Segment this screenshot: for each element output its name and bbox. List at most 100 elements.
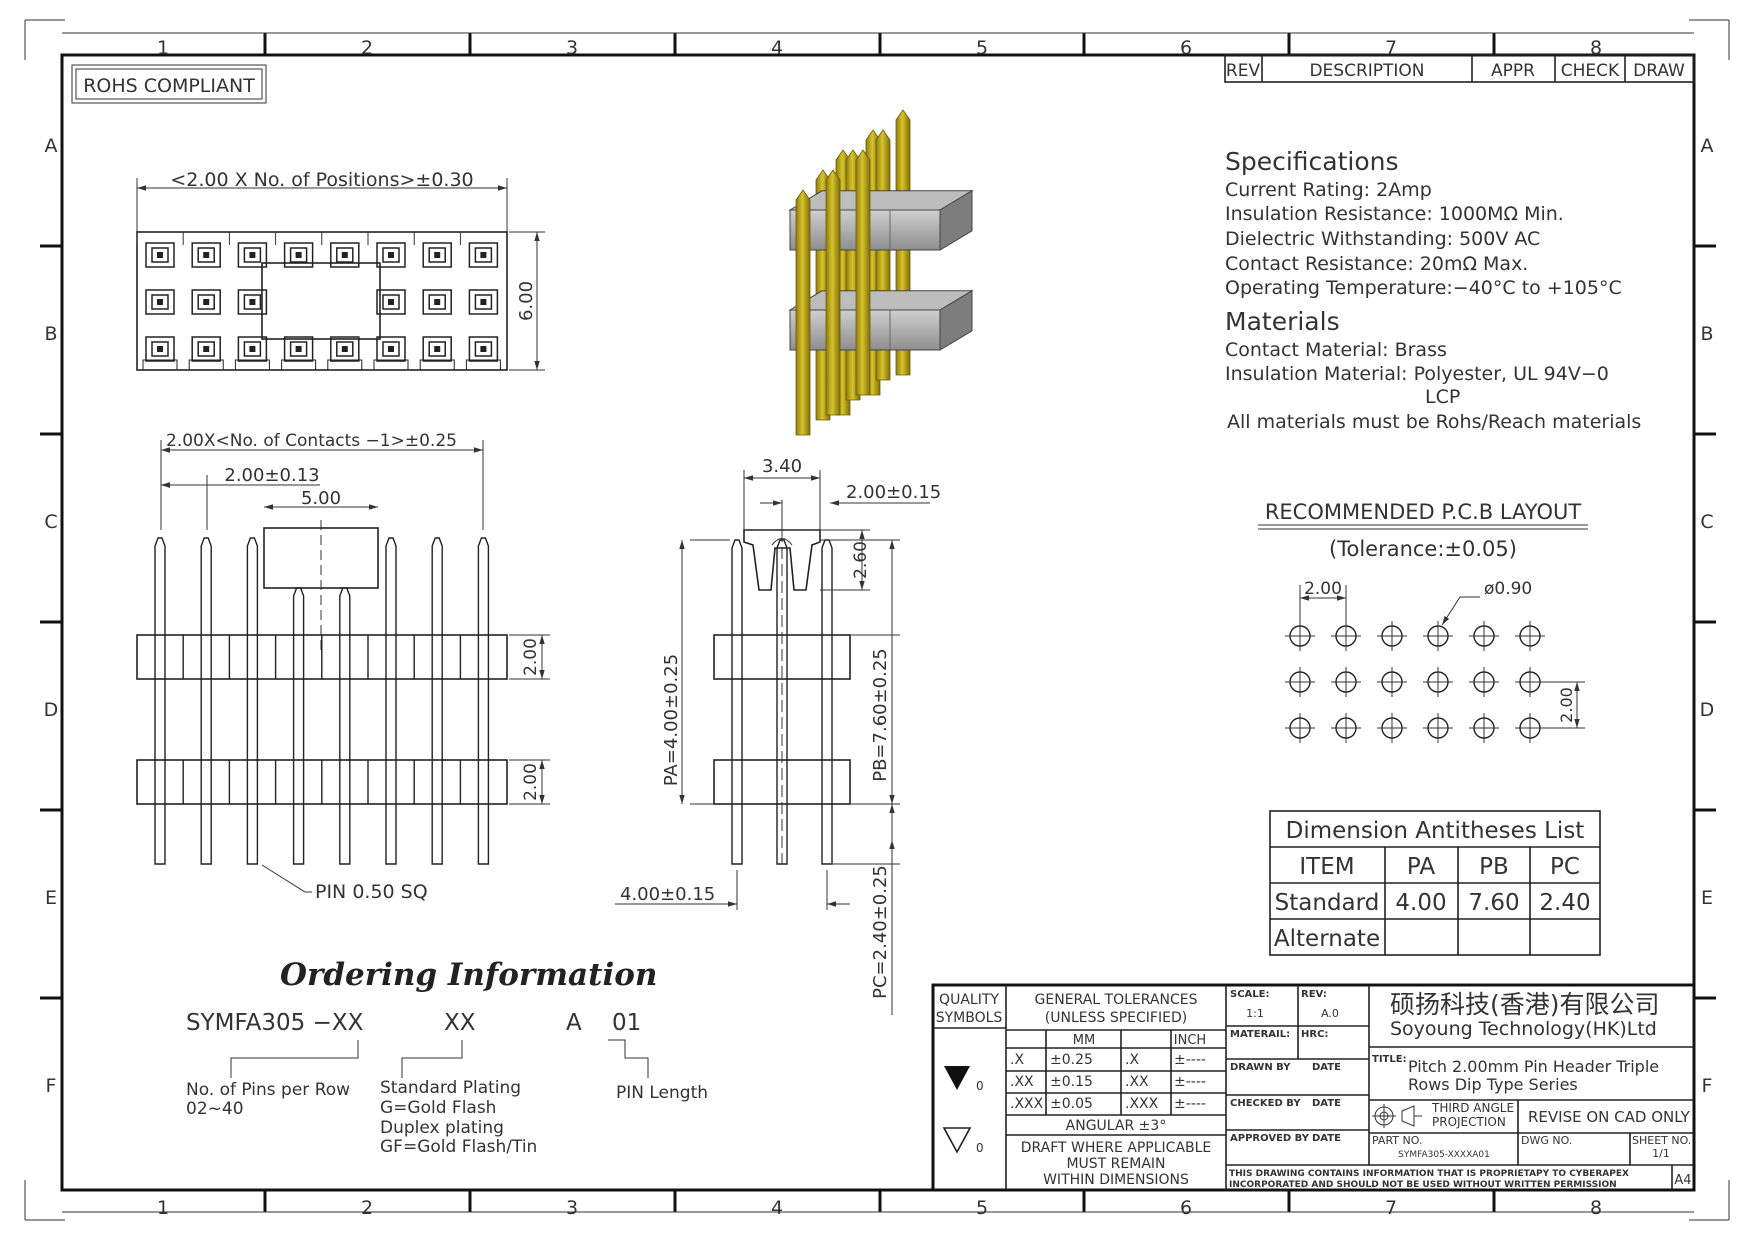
pin-cell — [145, 242, 175, 268]
specifications-block: Specifications Current Rating: 2Amp Insu… — [1225, 147, 1641, 433]
dim-header-pa: PA — [1407, 854, 1435, 880]
tolerance-cell: ±---- — [1174, 1074, 1206, 1090]
pin-cell — [422, 242, 452, 268]
side-top-dim: 3.40 — [762, 456, 802, 477]
draft-line: MUST REMAIN — [1066, 1156, 1165, 1172]
pin-note: PIN 0.50 SQ — [315, 881, 428, 903]
front-pin — [292, 587, 305, 865]
order-code-a: A — [566, 1010, 582, 1036]
pin-cell-inner — [197, 294, 215, 310]
row-label: F — [1702, 1075, 1713, 1097]
cell-foot — [373, 359, 409, 371]
row-label: E — [45, 887, 57, 909]
pin-cell — [237, 336, 268, 362]
pin-square — [157, 252, 163, 258]
pin-cell — [283, 336, 314, 362]
pa-dim: PA=4.00±0.25 — [661, 654, 682, 786]
pb-dim: PB=7.60±0.25 — [870, 648, 891, 782]
row-label: D — [1700, 699, 1715, 721]
pcb-layout: RECOMMENDED P.C.B LAYOUT (Tolerance:±0.0… — [1258, 500, 1588, 743]
pin-cell-inner — [243, 247, 262, 263]
column-label: 5 — [976, 1197, 988, 1219]
pin-cell-inner — [474, 341, 493, 357]
ordering-title: Ordering Information — [280, 957, 657, 993]
revise-note: REVISE ON CAD ONLY — [1528, 1108, 1691, 1126]
pin-square — [249, 299, 256, 305]
spec-line: Dielectric Withstanding: 500V AC — [1225, 228, 1540, 250]
front-pin — [385, 537, 397, 865]
row-label: A — [1701, 135, 1714, 157]
drawn-date-label: DATE — [1312, 1062, 1341, 1073]
front-pin — [431, 537, 443, 865]
rev-label: REV: — [1301, 989, 1327, 1000]
pin-square — [249, 346, 256, 352]
quality-label: QUALITY — [939, 992, 999, 1008]
front-view: 2.00X<No. of Contacts −1>±0.25 2.00±0.13… — [136, 431, 550, 903]
pin-square — [480, 299, 487, 305]
pin-cell — [191, 336, 221, 362]
front-pin — [339, 587, 351, 865]
pin-cell-inner — [151, 247, 169, 263]
front-pin — [477, 537, 490, 865]
row-label: B — [1700, 323, 1713, 345]
hrc-label: HRC: — [1301, 1029, 1328, 1040]
order-plating-line: GF=Gold Flash/Tin — [380, 1137, 537, 1157]
material-line: Contact Material: Brass — [1225, 339, 1447, 361]
cell-foot — [142, 359, 178, 371]
front-pin — [246, 537, 259, 865]
dim-header-item: ITEM — [1299, 854, 1354, 880]
pin-square — [434, 299, 441, 305]
material-line: All materials must be Rohs/Reach materia… — [1227, 411, 1641, 433]
checked-by-label: CHECKED BY — [1230, 1098, 1301, 1109]
spec-line: Current Rating: 2Amp — [1225, 179, 1432, 201]
pin-cell — [283, 242, 314, 268]
scale-label: SCALE: — [1230, 989, 1269, 1000]
title-block: QUALITY SYMBOLS 0 0 GENERAL TOLERANCES (… — [931, 983, 1696, 1192]
pin-cell — [330, 336, 360, 362]
pin-square — [203, 299, 210, 305]
pin-cell-inner — [151, 294, 169, 310]
spec-line: Operating Temperature:−40°C to +105°C — [1225, 277, 1622, 299]
pcb-title: RECOMMENDED P.C.B LAYOUT — [1265, 500, 1582, 524]
spec-line: Contact Resistance: 20mΩ Max. — [1225, 253, 1528, 275]
side-pin — [731, 539, 743, 865]
column-label: 7 — [1385, 37, 1397, 59]
tolerance-cell: ±0.05 — [1050, 1096, 1093, 1112]
dim-cell: 2.40 — [1539, 890, 1590, 916]
pin-cell-inner — [151, 341, 169, 357]
tolerance-cell: .X — [1010, 1052, 1024, 1068]
order-code-01: 01 — [612, 1010, 641, 1036]
side-row-dim: 4.00±0.15 — [620, 884, 715, 905]
pcb-hole-dim: ø0.90 — [1484, 579, 1532, 599]
pin-square — [341, 252, 348, 258]
pin-square — [434, 252, 441, 258]
pin-cell-inner — [382, 294, 400, 310]
tolerance-cell: ±0.25 — [1050, 1052, 1093, 1068]
approved-date-label: DATE — [1312, 1133, 1341, 1144]
pin-cell — [191, 242, 221, 268]
pin-square — [203, 252, 210, 258]
sheet-no-value: 1/1 — [1652, 1147, 1670, 1160]
material-label: MATERAIL: — [1230, 1029, 1290, 1040]
row-label: F — [46, 1075, 57, 1097]
part-no-value: SYMFA305-XXXXA01 — [1398, 1150, 1490, 1160]
pin-cell-inner — [197, 341, 215, 357]
pin-cell-inner — [289, 247, 308, 263]
front-pitch-dim: 2.00±0.13 — [224, 465, 319, 486]
approved-by-label: APPROVED BY — [1230, 1133, 1310, 1144]
pin-cell-inner — [336, 247, 354, 263]
material-line: Insulation Material: Polyester, UL 94V−0 — [1225, 363, 1609, 385]
front-stack-dim-1: 2.00 — [521, 638, 541, 676]
pin-square — [295, 346, 302, 352]
dim-header-pc: PC — [1550, 854, 1580, 880]
dwg-no-label: DWG NO. — [1521, 1134, 1572, 1147]
side-view: 3.40 2.00±0.15 2.60 PA=4.00±0.25 PB=7.60… — [615, 456, 941, 1015]
order-code-xx: XX — [444, 1010, 476, 1036]
dimension-table: Dimension Antitheses List ITEM PA PB PC … — [1269, 810, 1601, 956]
order-code-main: SYMFA305 −XX — [186, 1010, 364, 1036]
column-label: 2 — [361, 37, 373, 59]
tolerance-cell: ±---- — [1174, 1096, 1206, 1112]
tolerance-cell: ±0.15 — [1050, 1074, 1093, 1090]
angular-tolerance: ANGULAR ±3° — [1066, 1118, 1167, 1134]
